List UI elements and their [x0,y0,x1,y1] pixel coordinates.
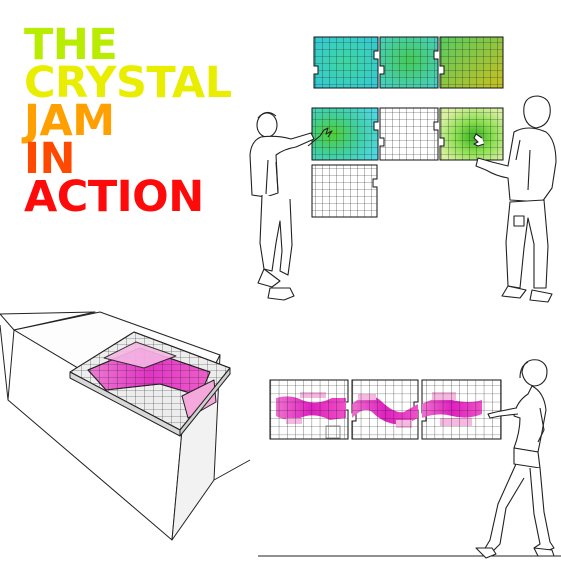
table-model [0,311,251,541]
title-line-the: THE [24,20,118,70]
panel-r1-c2 [379,36,439,89]
title-line-crystal: CRYSTAL [24,58,232,108]
bottom-wall-panels [269,379,502,440]
bottom-panel-2 [351,379,419,440]
title-line-action: ACTION [24,172,204,222]
panel-r2-c2 [379,107,439,161]
bottom-panel-1 [269,379,349,440]
bottom-panel-3 [421,379,502,440]
person-left-icon [249,111,333,301]
walking-woman-icon [475,359,555,559]
panel-r2-c1 [311,107,379,161]
title-line-in: IN [24,134,75,184]
top-wall-panels [311,36,504,218]
crystal-jam-title: THE CRYSTAL JAM IN ACTION [24,20,232,222]
panel-r2-c3 [439,107,504,161]
panel-r1-c3 [439,36,504,89]
panel-r1-c1 [313,36,379,89]
person-right-icon [473,95,557,303]
title-line-jam: JAM [24,96,115,146]
panel-r3-c1 [311,164,378,218]
